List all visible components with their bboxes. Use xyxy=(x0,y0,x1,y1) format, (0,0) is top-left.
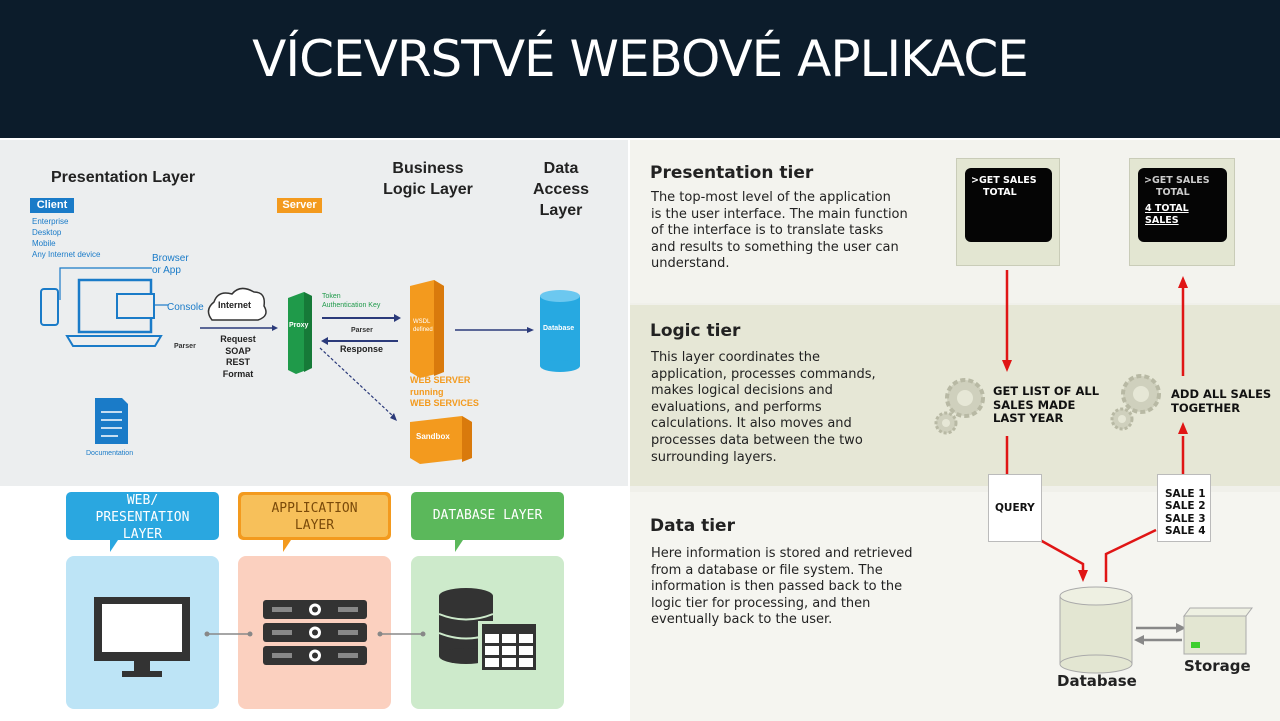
server-badge: Server xyxy=(277,198,322,213)
cloud-icon xyxy=(207,287,267,321)
response-label: Response xyxy=(340,344,384,354)
client-device-list: Enterprise Desktop Mobile Any Internet d… xyxy=(32,217,101,259)
phone-icon xyxy=(40,288,59,326)
terminal-right-screen: >GET SALES TOTAL 4 TOTAL SALES xyxy=(1138,168,1227,242)
browser-label: Browser or App xyxy=(152,253,189,276)
terminal-left-screen: >GET SALES TOTAL xyxy=(965,168,1052,242)
web-server-label: WEB SERVER running WEB SERVICES xyxy=(410,375,479,408)
documentation-label: Documentation xyxy=(86,450,134,457)
proxy-label: Proxy xyxy=(289,322,309,329)
step-add-all: ADD ALL SALES TOGETHER xyxy=(1171,387,1272,415)
database-caption: Database xyxy=(1057,672,1137,690)
application-layer-bubble: APPLICATION LAYER xyxy=(238,492,391,540)
storage-caption: Storage xyxy=(1184,657,1251,675)
tier-flow-drawing xyxy=(934,270,1253,674)
wsdl-label: WSDL defined xyxy=(413,319,433,333)
sandbox-block xyxy=(410,416,472,464)
parser-mid-label: Parser xyxy=(351,327,373,334)
token-list: Token Authentication Key xyxy=(322,293,381,309)
data-access-heading: Data Access Layer xyxy=(532,160,590,219)
data-tier-text: Here information is stored and retrieved… xyxy=(651,546,913,628)
logic-tier-title: Logic tier xyxy=(650,321,741,341)
three-layer-icons xyxy=(94,588,540,677)
request-format-label: Request SOAP REST Format xyxy=(220,334,256,379)
architecture-drawing xyxy=(40,267,580,464)
database-layer-bubble: DATABASE LAYER xyxy=(411,492,564,540)
database-icon xyxy=(540,290,580,302)
logic-tier-text: This layer coordinates the application, … xyxy=(651,350,876,465)
console-window-icon xyxy=(116,293,155,319)
internet-label: Internet xyxy=(218,300,252,310)
title-bar xyxy=(0,0,1280,138)
presentation-tier-text: The top-most level of the application is… xyxy=(651,190,908,272)
gear-icon-left xyxy=(934,378,985,435)
gear-icon-right xyxy=(1110,374,1161,431)
web-layer-bubble: WEB/ PRESENTATION LAYER xyxy=(66,492,219,542)
parser-left-label: Parser xyxy=(174,343,196,350)
documentation-icon xyxy=(95,398,128,444)
console-label: Console xyxy=(167,302,204,313)
database-table-icon xyxy=(438,588,540,673)
storage-box-icon xyxy=(1183,607,1253,655)
data-tier-title: Data tier xyxy=(650,516,735,536)
page-title: VÍCEVRSTVÉ WEBOVÉ APLIKACE xyxy=(252,30,1029,88)
presentation-tier-title: Presentation tier xyxy=(650,163,814,183)
sandbox-label: Sandbox xyxy=(416,432,450,441)
presentation-layer-heading: Presentation Layer xyxy=(51,169,196,186)
client-badge: Client xyxy=(30,198,74,213)
step-get-list: GET LIST OF ALL SALES MADE LAST YEAR xyxy=(993,384,1100,425)
database-label: Database xyxy=(543,325,575,332)
sales-document: SALE 1 SALE 2 SALE 3 SALE 4 xyxy=(1157,474,1211,542)
database-cylinder-icon xyxy=(1059,586,1133,674)
server-rack-icon xyxy=(263,600,367,665)
query-document: QUERY xyxy=(988,474,1042,542)
business-logic-heading: Business Logic Layer xyxy=(383,160,473,198)
